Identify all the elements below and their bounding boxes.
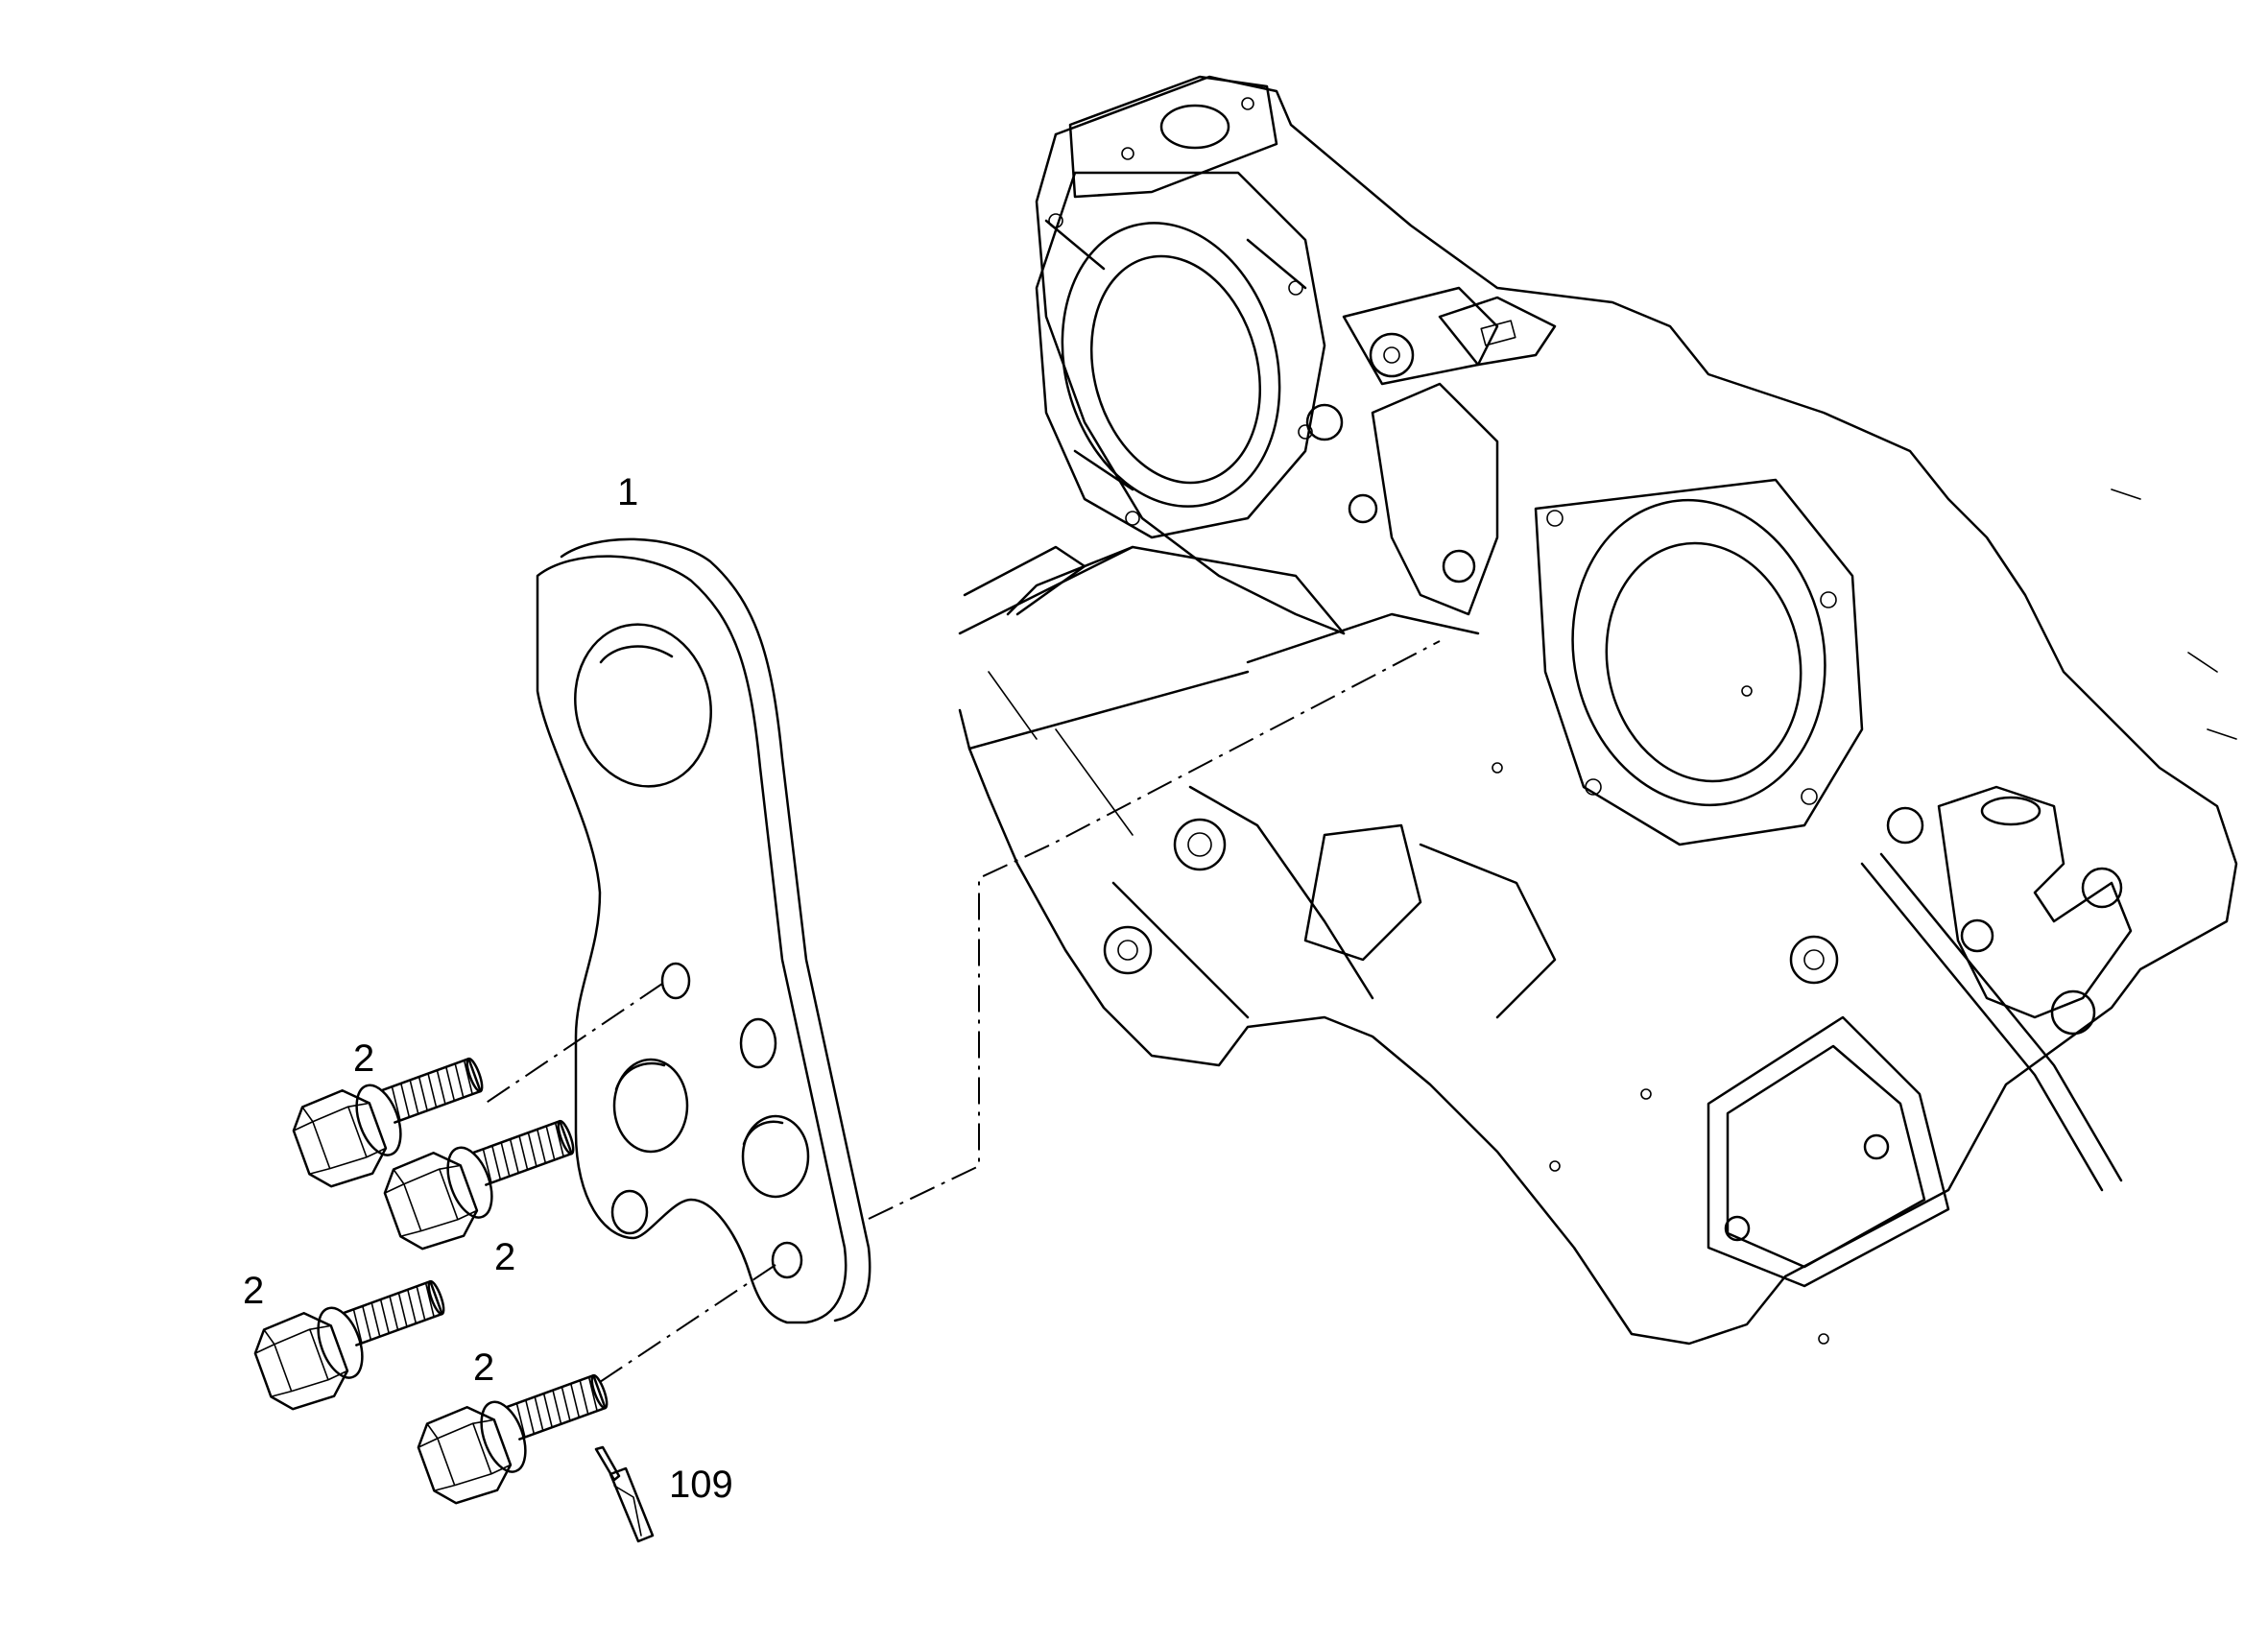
bolt-lower-right [417,1373,609,1505]
callout-bolt-lower-left: 2 [243,1270,265,1312]
callout-bolt-upper-right: 2 [494,1236,516,1278]
bolt-lower-left [253,1279,445,1411]
callout-sealant: 109 [669,1464,733,1506]
bracket-plate [536,537,871,1324]
sealant-tube-icon [594,1445,655,1543]
callout-bolt-upper-left: 2 [353,1037,375,1080]
alignment-lines [484,640,1441,1383]
bolt-upper-left [292,1057,484,1188]
callout-bolt-lower-right: 2 [473,1346,495,1389]
callout-bracket: 1 [617,471,639,513]
engine-housing [958,75,2238,1346]
bolt-upper-right [383,1119,575,1251]
